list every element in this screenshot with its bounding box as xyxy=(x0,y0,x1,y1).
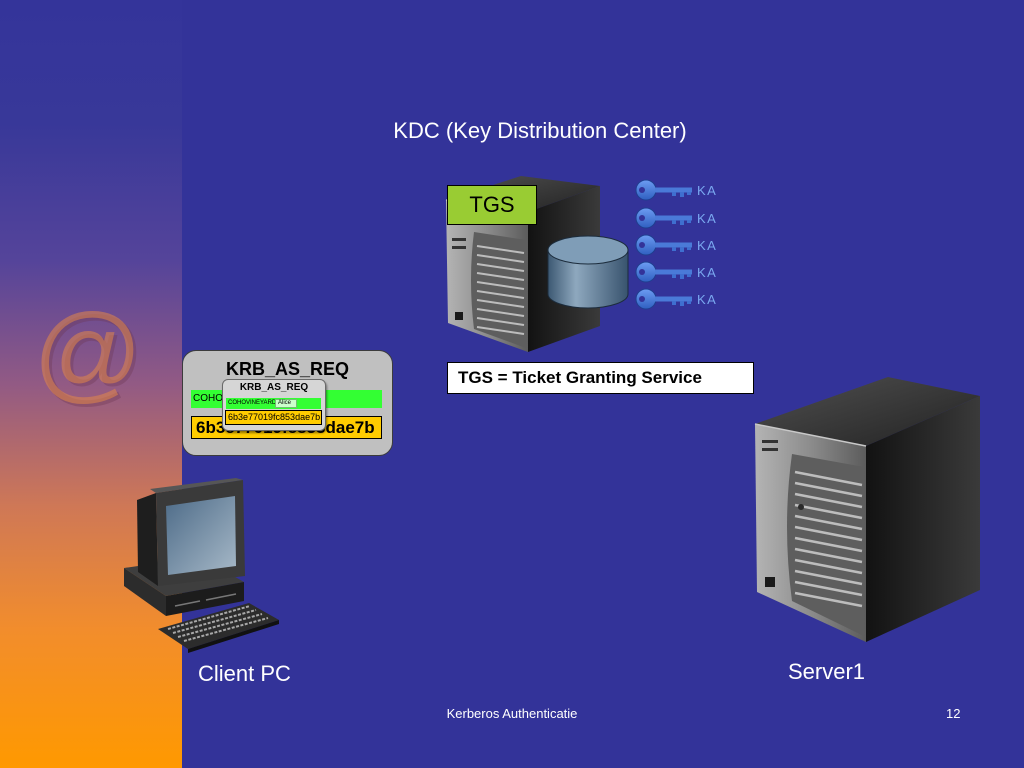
message-title: KRB_AS_REQ xyxy=(225,359,350,379)
page-number: 12 xyxy=(946,706,961,721)
key-icon xyxy=(635,207,692,229)
inner-hash-field: 6b3e77019fc853dae7b xyxy=(225,410,322,425)
key-label: KA xyxy=(697,183,717,198)
inner-message-title: KRB_AS_REQ xyxy=(239,382,309,393)
key-label: KA xyxy=(697,238,717,253)
inner-realm-field: COHOVINEYARD Alice xyxy=(226,398,321,409)
server1-label: Server1 xyxy=(788,659,866,684)
slide-title: KDC (Key Distribution Center) xyxy=(393,118,687,143)
key-icon xyxy=(635,234,692,256)
tgs-label: TGS xyxy=(447,185,537,225)
tgs-definition-box: TGS = Ticket Granting Service xyxy=(447,362,754,394)
key-label: KA xyxy=(697,265,717,280)
key-icon xyxy=(635,261,692,283)
inner-user-field: Alice xyxy=(275,399,297,408)
footer-text: Kerberos Authenticatie xyxy=(446,706,578,721)
krb-as-req-inner-message: KRB_AS_REQ COHOVINEYARD Alice 6b3e77019f… xyxy=(222,379,326,431)
key-label: KA xyxy=(697,292,717,307)
key-icon xyxy=(635,288,692,310)
key-label: KA xyxy=(697,211,717,226)
at-symbol-watermark: @ xyxy=(33,291,143,412)
key-icon xyxy=(635,179,692,201)
client-pc-label: Client PC xyxy=(198,661,291,686)
sidebar-gradient-panel xyxy=(0,0,182,768)
inner-realm-text: COHOVINEYARD xyxy=(228,400,277,406)
database-icon xyxy=(547,235,629,309)
client-pc-icon xyxy=(124,478,279,653)
server1-tower-icon xyxy=(754,377,980,642)
